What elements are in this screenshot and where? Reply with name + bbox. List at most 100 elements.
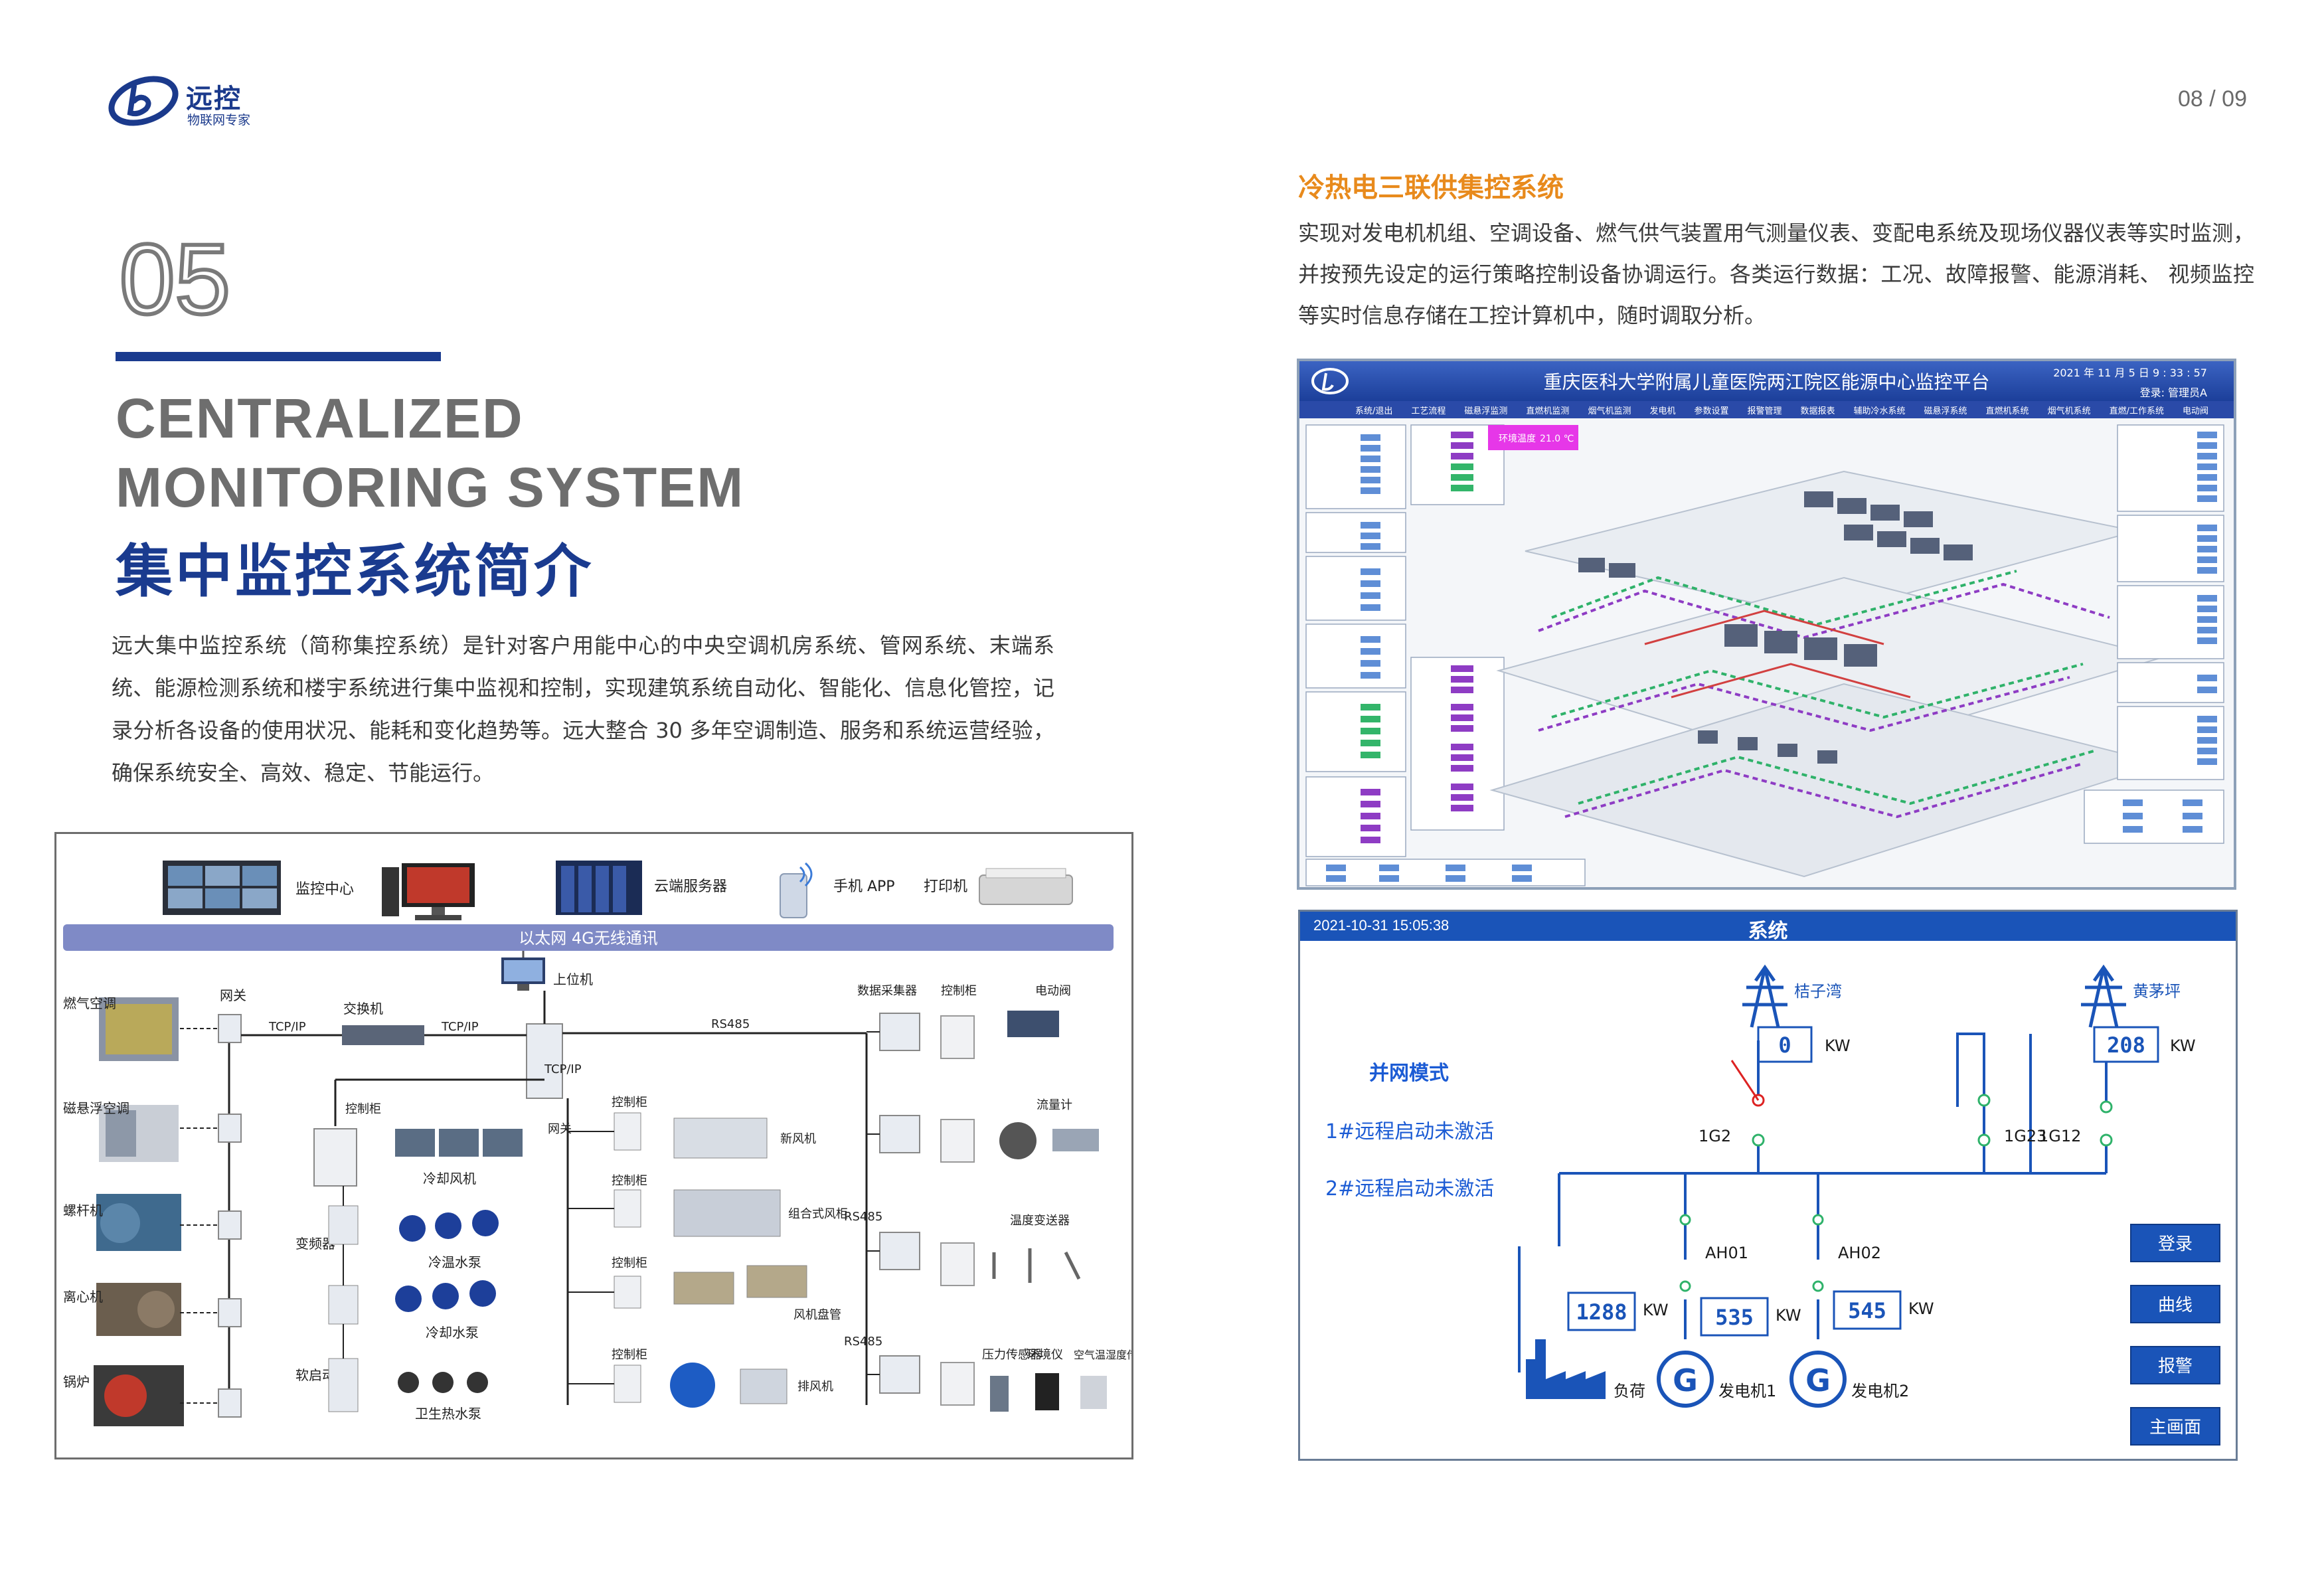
section-number-text: 05: [120, 239, 230, 319]
source2-value: 208: [2107, 1033, 2145, 1058]
right-description: 实现对发电机机组、空调设备、燃气供气装置用气测量仪表、变配电系统及现场仪器仪表等…: [1298, 220, 2255, 328]
menu-item[interactable]: 系统/退出: [1355, 406, 1393, 416]
ambient-temp-box: [1488, 425, 1578, 450]
label-gateway: 网关: [220, 987, 246, 1003]
grid-mode-label: 并网模式: [1369, 1062, 1449, 1085]
feeder1-label: AH01: [1705, 1244, 1748, 1262]
server-icon: [556, 861, 642, 915]
label-cooling-pump: 冷却水泵: [426, 1325, 479, 1341]
label-control-cabinet-2: 控制柜: [612, 1096, 647, 1110]
label-tcpip-2: TCP/IP: [441, 1020, 479, 1034]
menu-item[interactable]: 工艺流程: [1411, 406, 1446, 416]
platform-menu: 系统/退出 工艺流程 磁悬浮监测 直燃机监测 烟气机监测 发电机 参数设置 报警…: [1299, 401, 2234, 418]
label-cooling-fan: 冷却风机: [423, 1171, 476, 1187]
host-pc-icon: [501, 957, 545, 991]
load-value-box: [1567, 1291, 1636, 1331]
brand-logo: 远控 物联网专家: [108, 74, 386, 134]
generator1-symbol: G: [1673, 1363, 1698, 1398]
tower-icon: [1742, 964, 1787, 1028]
isometric-plant: [1489, 470, 2165, 878]
source2-unit: KW: [2170, 1037, 2196, 1055]
system-datetime: 2021-10-31 15:05:38: [1313, 917, 1450, 934]
host-cabinet: [526, 1023, 563, 1099]
menu-item[interactable]: 烟气机监测: [1588, 406, 1631, 416]
ambient-label: 环境温度: [1499, 434, 1536, 444]
label-gateway-2: 网关: [548, 1122, 572, 1136]
source2-label: 黄茅坪: [2133, 982, 2181, 1001]
label-rs485-1: RS485: [711, 1017, 750, 1031]
generator2-symbol: G: [1805, 1363, 1831, 1398]
feeder2-label: AH02: [1838, 1244, 1881, 1262]
source1-label: 桔子湾: [1794, 982, 1842, 1001]
label-hot-water-pump: 卫生热水泵: [415, 1406, 481, 1422]
menu-item[interactable]: 数据报表: [1800, 406, 1835, 416]
label-exhaust: 排风机: [797, 1380, 833, 1394]
label-data-collector: 数据采集器: [857, 984, 917, 998]
source2-box: [2093, 1026, 2159, 1063]
label-air-sensor: 空气温湿度传感器: [1074, 1349, 1131, 1361]
section-title-en: CENTRALIZED MONITORING SYSTEM: [116, 384, 744, 522]
label-mobile-app: 手机 APP: [833, 878, 895, 895]
label-cloud-server: 云端服务器: [654, 878, 727, 895]
label-screw-chiller: 螺杆机: [63, 1203, 103, 1218]
gen2-value: 545: [1848, 1298, 1886, 1323]
generator1-icon: [1657, 1351, 1714, 1408]
menu-item[interactable]: 发电机: [1649, 406, 1676, 416]
platform-body: 环境温度 21.0 ℃: [1299, 418, 2234, 887]
ambient-value: 21.0 ℃: [1540, 434, 1574, 444]
switch2-label: 1G12: [2038, 1127, 2081, 1145]
menu-item[interactable]: 磁悬浮系统: [1924, 406, 1967, 416]
platform-header: 重庆医科大学附属儿童医院两江院区能源中心监控平台 2021 年 11 月 5 日…: [1299, 361, 2234, 401]
remote-start-status-2: 2#远程启动未激活: [1325, 1177, 1495, 1201]
section-divider: [116, 352, 441, 361]
label-switch: 交换机: [343, 1001, 383, 1017]
gen2-value-box: [1833, 1290, 1902, 1330]
platform-datetime: 2021 年 11 月 5 日 9 : 33 : 57: [2053, 367, 2207, 379]
source1-unit: KW: [1825, 1037, 1851, 1055]
label-new-air: 新风机: [780, 1132, 816, 1146]
label-chilled-pump: 冷温水泵: [428, 1254, 481, 1270]
platform-logo-icon: [1311, 368, 1349, 394]
load-value: 1288: [1576, 1299, 1627, 1325]
login-button[interactable]: 登录: [2130, 1224, 2220, 1262]
remote-start-status-1: 1#远程启动未激活: [1325, 1120, 1495, 1143]
label-boiler: 锅炉: [63, 1374, 90, 1390]
factory-icon: [1526, 1339, 1606, 1399]
menu-item[interactable]: 电动阀: [2182, 406, 2208, 416]
menu-item[interactable]: 直燃机系统: [1985, 406, 2029, 416]
label-control-cabinet-3: 控制柜: [612, 1174, 647, 1188]
gen1-label: 发电机1: [1718, 1382, 1776, 1400]
label-tcpip-3: TCP/IP: [544, 1062, 582, 1076]
label-temp-transmitter: 温度变送器: [1010, 1214, 1070, 1228]
main-screen-button[interactable]: 主画面: [2130, 1407, 2220, 1446]
label-rs485-2: RS485: [844, 1210, 882, 1224]
curve-button[interactable]: 曲线: [2130, 1285, 2220, 1323]
label-control-cabinet-5: 控制柜: [612, 1348, 647, 1362]
generator2-icon: [1789, 1351, 1847, 1408]
menu-item[interactable]: 参数设置: [1694, 406, 1729, 416]
label-valve: 电动阀: [1035, 984, 1071, 998]
left-equipment-column: [94, 997, 184, 1426]
label-monitor-center: 监控中心: [295, 881, 354, 898]
intro-paragraph: 远大集中监控系统（简称集控系统）是针对客户用能中心的中央空调机房系统、管网系统、…: [112, 633, 1054, 786]
alarm-button[interactable]: 报警: [2130, 1346, 2220, 1384]
brand-mark-icon: [108, 76, 179, 126]
title-en-line1: CENTRALIZED: [116, 387, 524, 450]
label-control-cabinet-1: 控制柜: [345, 1102, 381, 1116]
gen2-unit: KW: [1908, 1299, 1934, 1318]
menu-item[interactable]: 烟气机系统: [2047, 406, 2091, 416]
label-tcpip-1: TCP/IP: [268, 1020, 306, 1034]
menu-item[interactable]: 辅助冷水系统: [1853, 406, 1906, 416]
menu-item[interactable]: 直燃机监测: [1526, 406, 1570, 416]
platform-title: 重庆医科大学附属儿童医院两江院区能源中心监控平台: [1543, 371, 1990, 393]
menu-item[interactable]: 磁悬浮监测: [1464, 406, 1508, 416]
menu-item[interactable]: 直燃/工作系统: [2109, 406, 2164, 416]
label-control-cabinet-6: 控制柜: [941, 984, 977, 998]
source1-box: [1757, 1026, 1813, 1063]
label-maglev-ac: 磁悬浮空调: [63, 1100, 129, 1116]
load-unit: KW: [1643, 1301, 1669, 1319]
monitor-wall-icon: [163, 861, 281, 915]
switch-icon: [342, 1025, 424, 1045]
menu-item[interactable]: 报警管理: [1747, 406, 1782, 416]
left-data-panels: [1305, 424, 1406, 857]
